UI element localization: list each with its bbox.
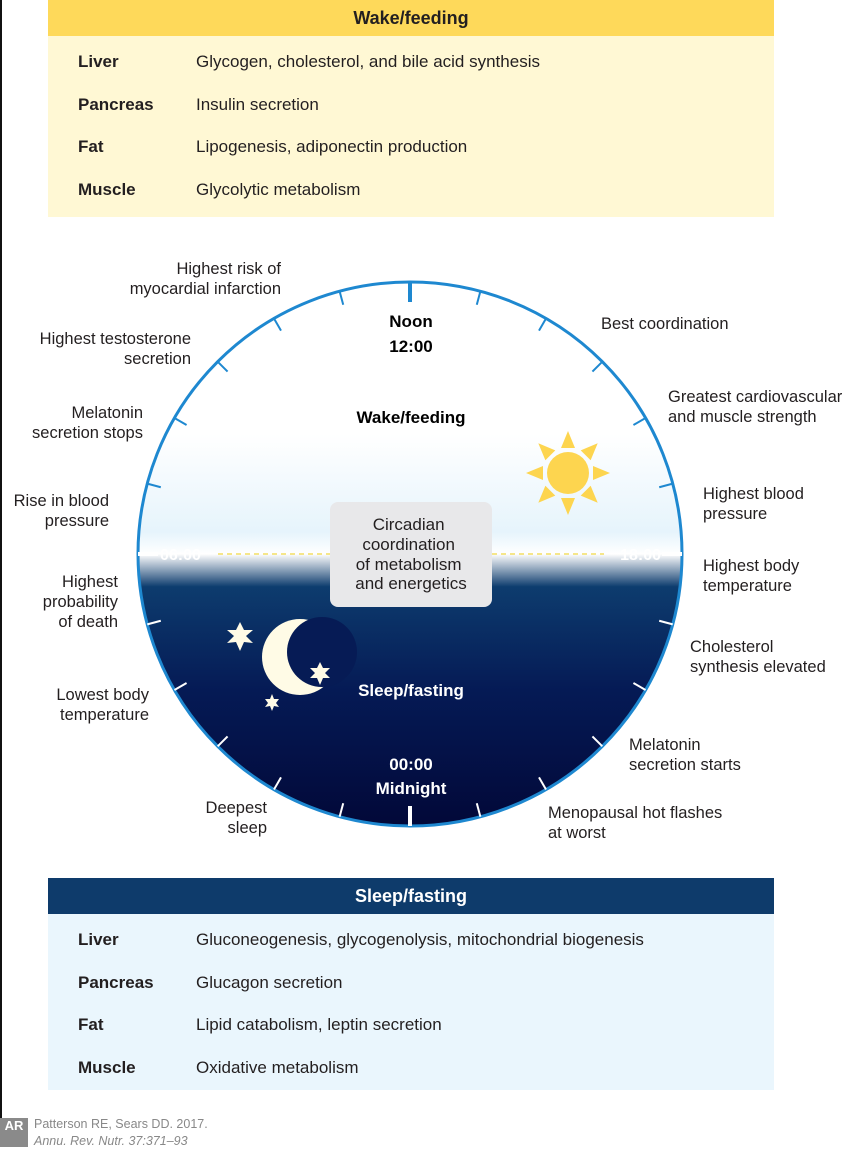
sun-ray <box>561 498 575 515</box>
sleep-fasting-table: Sleep/fasting Liver Gluconeogenesis, glyc… <box>48 878 774 1090</box>
organ-function: Lipid catabolism, leptin secretion <box>196 1015 442 1034</box>
clock-tick <box>475 802 482 817</box>
organ-name: Muscle <box>78 1057 136 1077</box>
time-1200: 12:00 <box>389 337 432 356</box>
sun-icon <box>526 431 610 515</box>
clock-tick <box>273 776 282 791</box>
organ-name: Pancreas <box>78 972 154 992</box>
clock-tick <box>338 802 345 817</box>
clock-tick <box>658 619 673 626</box>
organ-function: Insulin secretion <box>196 94 319 114</box>
event-coordination: Best coordination <box>601 315 729 333</box>
annual-reviews-logo: AR <box>0 1118 28 1147</box>
wake-feeding-table: Wake/feeding Liver Glycogen, cholesterol,… <box>48 0 774 217</box>
noon-label: Noon <box>389 312 432 331</box>
organ-name: Liver <box>78 52 119 71</box>
sun-ray <box>538 443 556 461</box>
organ-name: Fat <box>78 137 104 156</box>
clock-tick <box>147 619 162 626</box>
clock-tick <box>173 682 188 691</box>
sun-ray <box>538 485 556 503</box>
clock-tick <box>538 776 547 791</box>
organ-function: Glucagon secretion <box>196 972 343 992</box>
clock-tick <box>658 482 673 489</box>
sun-ray <box>561 431 575 448</box>
center-text: and energetics <box>355 574 467 593</box>
clock-tick <box>216 735 229 748</box>
center-box <box>330 502 492 607</box>
organ-function: Gluconeogenesis, glycogenolysis, mitocho… <box>196 930 644 949</box>
clock-tick <box>591 360 604 373</box>
sun-ray <box>580 485 598 503</box>
clock-ticks <box>138 282 682 826</box>
clock-tick <box>475 291 482 306</box>
organ-name: Fat <box>78 1015 104 1034</box>
clock-tick <box>591 735 604 748</box>
clock-tick <box>538 317 547 332</box>
time-1800: 18:00 <box>620 547 661 564</box>
clock-tick <box>216 360 229 373</box>
organ-function: Glycolytic metabolism <box>196 179 361 199</box>
time-0600: 06:00 <box>160 547 201 564</box>
table-title: Sleep/fasting <box>48 878 774 914</box>
wake-label: Wake/feeding <box>357 408 466 427</box>
clock-tick <box>147 482 162 489</box>
organ-name: Pancreas <box>78 94 154 114</box>
center-text: of metabolism <box>356 555 462 574</box>
sun-ray <box>593 466 610 480</box>
star-icon <box>227 622 330 711</box>
center-text: Circadian <box>373 515 445 534</box>
clock-tick <box>173 417 188 426</box>
midnight-label: Midnight <box>376 779 447 798</box>
table-title: Wake/feeding <box>48 0 774 36</box>
organ-function: Lipogenesis, adiponectin production <box>196 137 468 156</box>
sleep-label: Sleep/fasting <box>358 681 464 700</box>
organ-name: Liver <box>78 930 119 949</box>
sun-ray <box>580 443 598 461</box>
clock-tick <box>632 417 647 426</box>
center-text: coordination <box>362 535 455 554</box>
time-0000: 00:00 <box>389 755 432 774</box>
clock-tick <box>632 682 647 691</box>
organ-function: Oxidative metabolism <box>196 1057 359 1077</box>
organ-function: Glycogen, cholesterol, and bile acid syn… <box>196 52 540 71</box>
left-border <box>0 0 2 1147</box>
svg-text:Circadian coordination: Circadian coordination of metabolism and… <box>355 515 467 593</box>
clock-tick <box>338 291 345 306</box>
citation: Patterson RE, Sears DD. 2017. Annu. Rev.… <box>34 1117 208 1148</box>
clock-tick <box>273 317 282 332</box>
organ-name: Muscle <box>78 179 136 199</box>
sun-ray <box>526 466 543 480</box>
